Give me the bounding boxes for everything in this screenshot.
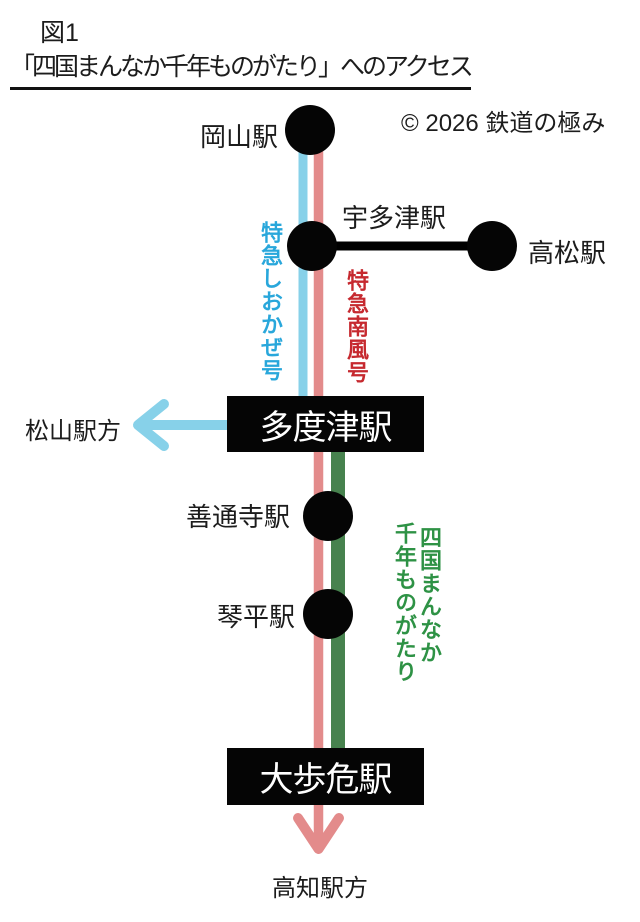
matsuyama-direction-label: 松山駅方 <box>25 418 121 445</box>
kochi-direction-label: 高知駅方 <box>272 875 368 902</box>
copyright-credit: © 2026 鉄道の極み <box>401 110 606 137</box>
takamatsu-station-node <box>467 221 517 271</box>
tadotsu-station-box: 多度津駅 <box>227 396 424 452</box>
okayama-station-label: 岡山駅 <box>199 122 278 152</box>
kochi-arrowhead <box>293 813 344 854</box>
monogatari-route-label-line2: 千年ものがたり <box>392 522 417 683</box>
figure-label: 図1 <box>40 19 79 47</box>
zentsuji-station-label: 善通寺駅 <box>185 502 290 532</box>
monogatari-route-label-line1: 四国まんなか <box>417 526 442 664</box>
shiokaze-route-label: 特急しおかぜ号 <box>258 221 283 382</box>
matsuyama-arrowhead <box>133 399 169 451</box>
tadotsu-station-label: 多度津駅 <box>259 408 393 447</box>
oboke-station-box: 大歩危駅 <box>227 748 424 805</box>
matsuyama-direction-arrow <box>133 399 232 451</box>
utazu-station-label: 宇多津駅 <box>342 203 447 233</box>
nanpu-route-label: 特急南風号 <box>344 269 369 384</box>
kotohira-station-node <box>303 589 353 639</box>
okayama-station-node <box>285 105 335 155</box>
zentsuji-station-node <box>303 491 353 541</box>
figure-title: 「四国まんなか千年ものがたり」へのアクセス <box>10 47 474 90</box>
utazu-station-node <box>287 221 337 271</box>
oboke-station-label: 大歩危駅 <box>259 761 393 799</box>
takamatsu-station-label: 高松駅 <box>528 238 607 268</box>
kotohira-station-label: 琴平駅 <box>216 602 295 632</box>
